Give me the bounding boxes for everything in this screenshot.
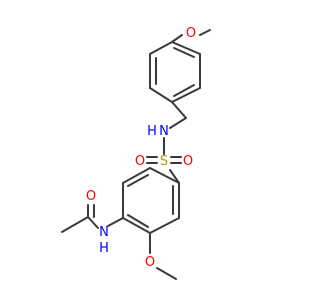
sulfur-atom: S — [160, 154, 168, 169]
bond — [149, 167, 180, 184]
methoxy-bottom-oxygen: O — [145, 255, 155, 270]
bond — [149, 41, 173, 55]
amide-hydrogen: H — [99, 241, 109, 256]
bond — [107, 217, 124, 227]
bond — [171, 34, 183, 43]
methoxy-top-oxygen: O — [186, 26, 196, 41]
sulfonyl-oxygen-right: O — [183, 154, 193, 169]
bond — [149, 217, 180, 234]
sulfonamide-hydrogen: H — [147, 124, 157, 139]
bond — [61, 216, 89, 233]
bond — [171, 41, 201, 55]
bond — [127, 214, 149, 228]
bond — [173, 47, 195, 58]
bond — [171, 101, 187, 119]
sulfonyl-oxygen-left: O — [135, 154, 145, 169]
sulfonamide-nitrogen: N — [159, 124, 169, 139]
bond — [169, 169, 180, 184]
bond — [156, 267, 177, 280]
atom-labels: O N H S O O O N H O — [86, 26, 196, 270]
amide-nitrogen: N — [99, 225, 109, 240]
bond — [199, 29, 211, 36]
bond — [173, 84, 195, 97]
bond-lines — [61, 29, 211, 280]
bond — [122, 167, 151, 184]
amide-oxygen: O — [86, 189, 96, 204]
bond — [87, 216, 99, 229]
bond — [169, 117, 187, 129]
bond — [171, 87, 201, 103]
molecule-structure: O N H S O O O N H O — [61, 26, 211, 280]
bond — [127, 174, 149, 187]
bond — [122, 217, 151, 234]
bond — [149, 87, 173, 103]
